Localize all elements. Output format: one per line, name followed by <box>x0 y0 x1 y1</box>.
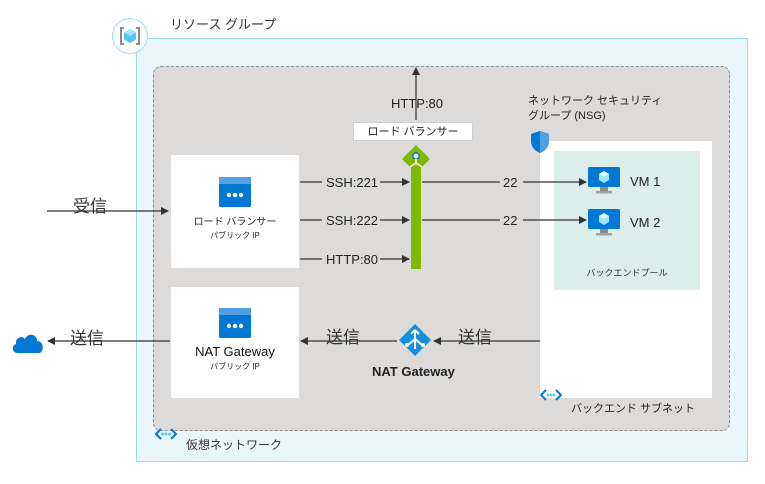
lb-public-ip-card <box>171 155 299 268</box>
load-balancer-bar <box>411 165 421 269</box>
port-label: SSH:222 <box>326 213 379 228</box>
nsg-label: ネットワーク セキュリティ グループ (NSG) <box>528 94 662 124</box>
nsg-label-line1: ネットワーク セキュリティ <box>528 95 663 107</box>
lb-public-ip-title: ロード バランサー <box>193 217 277 228</box>
outbound-label: 送信 <box>326 328 360 347</box>
load-balancer-icon <box>401 144 431 174</box>
vm-label: VM 2 <box>630 215 661 230</box>
outbound-label: 送信 <box>70 329 104 348</box>
public-ip-icon <box>218 307 252 339</box>
backend-subnet-label: バックエンド サブネット <box>571 403 696 415</box>
virtual-network-label: 仮想ネットワーク <box>186 438 283 452</box>
vm-icon <box>587 207 621 237</box>
nat-gateway-label: NAT Gateway <box>372 364 455 379</box>
port-label: SSH:221 <box>326 175 379 190</box>
backend-port-label: 22 <box>503 213 518 228</box>
lb-top-port-label: HTTP:80 <box>391 96 444 111</box>
public-ip-icon <box>218 176 252 208</box>
shield-icon <box>530 130 550 154</box>
subnet-icon <box>539 388 563 402</box>
port-label: HTTP:80 <box>326 252 379 267</box>
nat-public-ip-title: NAT Gateway <box>195 344 275 359</box>
nat-gateway-icon <box>398 323 432 357</box>
vnet-icon <box>154 426 178 442</box>
backend-pool-label: バックエンドプール <box>586 268 668 278</box>
nat-public-ip-subtitle: パブリック IP <box>210 362 260 371</box>
nsg-label-line2: グループ (NSG) <box>528 110 606 122</box>
backend-port-label: 22 <box>503 175 518 190</box>
resource-group-icon <box>112 18 148 54</box>
nat-public-ip-card <box>171 287 299 398</box>
vm-icon <box>587 165 621 195</box>
outbound-label: 送信 <box>458 328 492 347</box>
vm-label: VM 1 <box>630 174 661 189</box>
load-balancer-label: ロード バランサー <box>353 122 473 141</box>
cloud-icon <box>10 329 46 355</box>
resource-group-label: リソース グループ <box>170 17 277 32</box>
lb-public-ip-subtitle: パブリック IP <box>210 231 260 240</box>
